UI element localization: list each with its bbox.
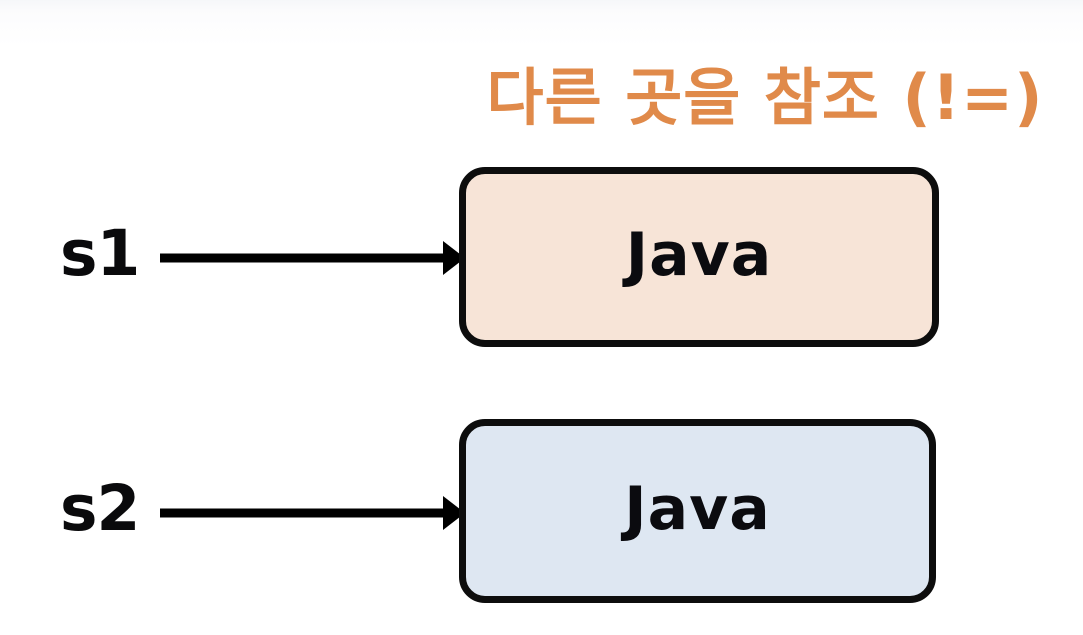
memory-box-s2-value: Java — [624, 474, 771, 544]
arrow-s1-to-box — [160, 241, 465, 275]
variable-label-s1: s1 — [60, 217, 140, 290]
arrow-s2-to-box — [160, 496, 465, 530]
memory-box-s1-value: Java — [625, 220, 773, 290]
memory-box-s2: Java — [459, 419, 936, 603]
variable-label-s2: s2 — [60, 472, 140, 545]
page-title: 다른 곳을 참조 (!=) — [486, 61, 1044, 134]
memory-box-s1: Java — [459, 167, 939, 347]
